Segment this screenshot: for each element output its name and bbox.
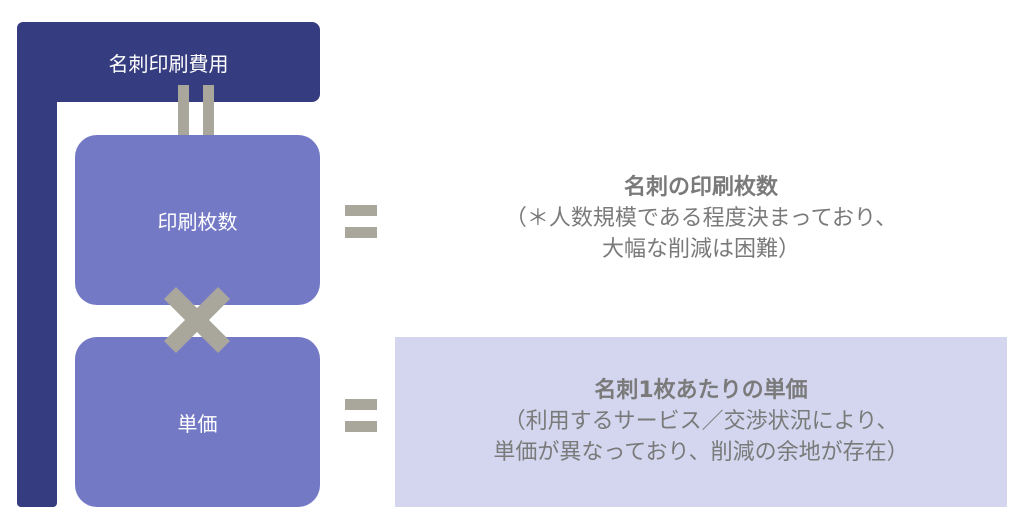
equals-icon-2-top [345, 399, 377, 410]
desc2-title: 名刺1枚あたりの単価 [594, 378, 808, 403]
multiply-icon [163, 286, 231, 354]
desc1-line2: 大幅な削減は困難） [601, 237, 800, 262]
equals-bar-left [178, 85, 189, 158]
unit-price-box: 単価 [75, 337, 320, 507]
print-count-label: 印刷枚数 [157, 209, 238, 234]
total-cost-header: 名刺印刷費用 [17, 22, 320, 102]
equals-icon-1-top [345, 205, 377, 216]
print-count-description: 名刺の印刷枚数 （＊人数規模である程度決まっており、 大幅な削減は困難） [395, 172, 1007, 265]
equals-bar-right [203, 85, 214, 158]
equals-icon-2-bottom [345, 421, 377, 432]
desc1-title: 名刺の印刷枚数 [623, 175, 778, 200]
bracket-vertical-bar [17, 22, 57, 507]
unit-price-label: 単価 [177, 411, 218, 436]
total-cost-label: 名刺印刷費用 [108, 51, 229, 76]
desc1-line1: （＊人数規模である程度決まっており、 [504, 206, 898, 231]
equals-icon-1-bottom [345, 227, 377, 238]
unit-price-highlight-box [395, 337, 1007, 507]
desc2-line2: 単価が異なっており、削減の余地が存在） [493, 440, 909, 465]
print-count-box: 印刷枚数 [75, 135, 320, 305]
unit-price-description: 名刺1枚あたりの単価 （利用するサービス／交渉状況により、 単価が異なっており、… [395, 375, 1007, 468]
desc2-line1: （利用するサービス／交渉状況により、 [503, 409, 899, 434]
